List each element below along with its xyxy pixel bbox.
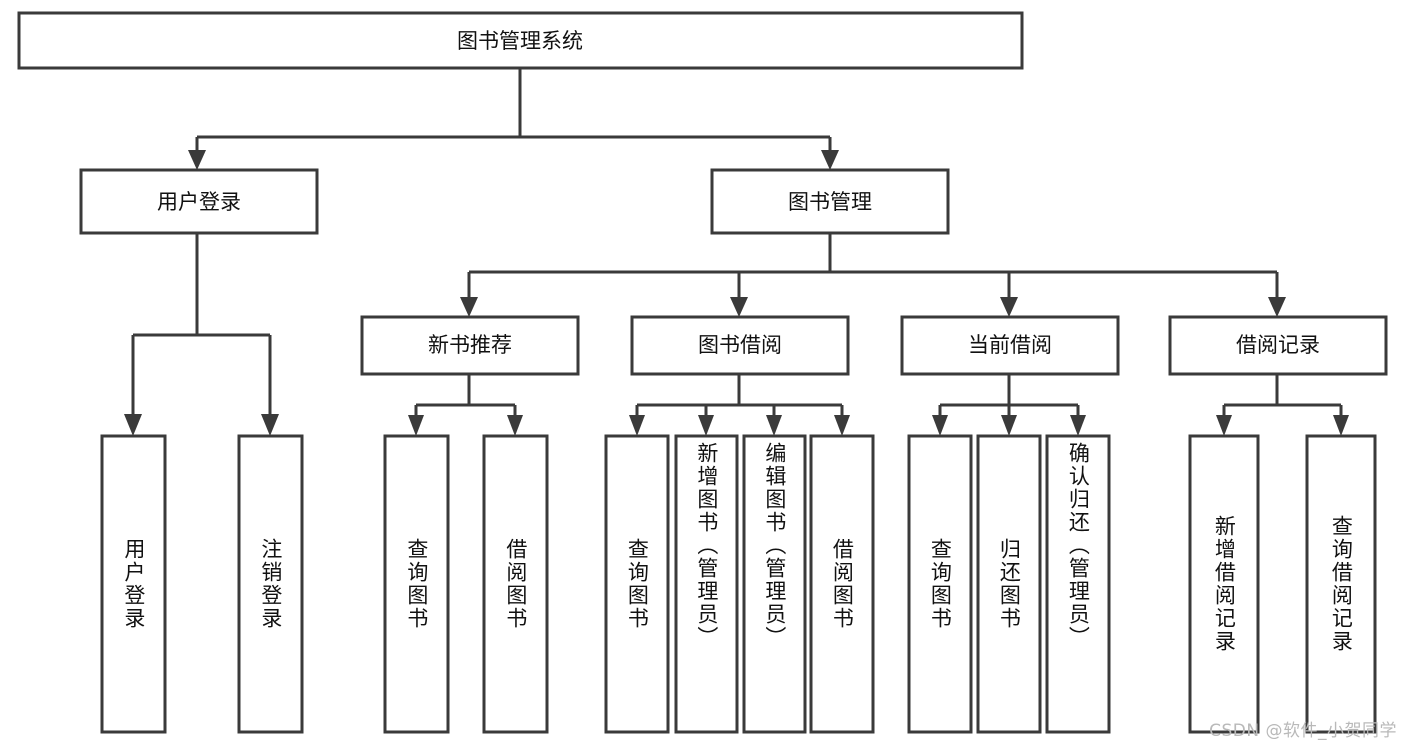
node-new-book-recommend[interactable] [360,315,580,376]
node-leaf-confirm-return[interactable] [1045,434,1111,734]
connector-layer [131,68,1343,415]
node-layer: 图书管理系统 用户登录 图书管理 新书推荐 图书借阅 当前借阅 借阅记录 [17,11,1388,734]
arrowhead-current-borrow [1000,297,1018,317]
node-root-label: 图书管理系统 [457,29,583,53]
arrowhead-leaf-return-book [1001,415,1017,436]
arrowhead-leaf-user-login [124,414,142,436]
node-leaf-return-book[interactable] [976,434,1042,734]
arrowhead-leaf-add-book [698,415,714,436]
arrowhead-borrow-record [1268,297,1286,317]
arrowhead-book-borrow [730,297,748,317]
node-borrow-record[interactable] [1168,315,1388,376]
watermark-text: CSDN @软件_小贺同学 [1209,721,1397,741]
node-leaf-query-record[interactable] [1305,434,1377,734]
node-leaf-user-logout[interactable] [237,434,304,734]
arrowhead-leaf-borrow-book-1 [507,415,523,436]
node-book-borrow-label: 图书借阅 [698,333,782,357]
node-book-borrow[interactable] [630,315,850,376]
node-user-login[interactable] [79,168,319,235]
node-new-book-recommend-label: 新书推荐 [428,333,512,357]
node-user-login-label: 用户登录 [157,190,241,214]
node-root[interactable] [17,11,1024,70]
arrowhead-leaf-add-record [1216,415,1232,436]
node-leaf-user-login[interactable] [100,434,167,734]
arrowhead-leaf-query-book-2 [629,415,645,436]
arrowhead-leaf-borrow-book-2 [834,415,850,436]
arrowhead-book-manage [821,150,839,170]
node-book-manage[interactable] [710,168,950,235]
node-leaf-borrow-book-1[interactable] [482,434,549,734]
node-book-manage-label: 图书管理 [788,190,872,214]
arrowhead-leaf-query-record [1333,415,1349,436]
arrowhead-user-login [188,150,206,170]
node-leaf-query-book-1[interactable] [383,434,450,734]
node-leaf-query-book-2[interactable] [604,434,670,734]
node-borrow-record-label: 借阅记录 [1236,333,1320,357]
node-current-borrow[interactable] [900,315,1120,376]
arrowhead-leaf-user-logout [261,414,279,436]
arrowhead-layer [124,150,1349,436]
node-current-borrow-label: 当前借阅 [968,333,1052,357]
arrowhead-leaf-confirm-return [1070,415,1086,436]
node-leaf-edit-book[interactable] [742,434,807,734]
arrowhead-leaf-query-book-3 [932,415,948,436]
arrowhead-leaf-query-book-1 [408,415,424,436]
node-leaf-add-record[interactable] [1188,434,1260,734]
arrowhead-new-book-recommend [460,297,478,317]
node-leaf-query-book-3[interactable] [907,434,973,734]
node-leaf-add-book[interactable] [674,434,739,734]
node-leaf-borrow-book-2[interactable] [809,434,875,734]
arrowhead-leaf-edit-book [766,415,782,436]
